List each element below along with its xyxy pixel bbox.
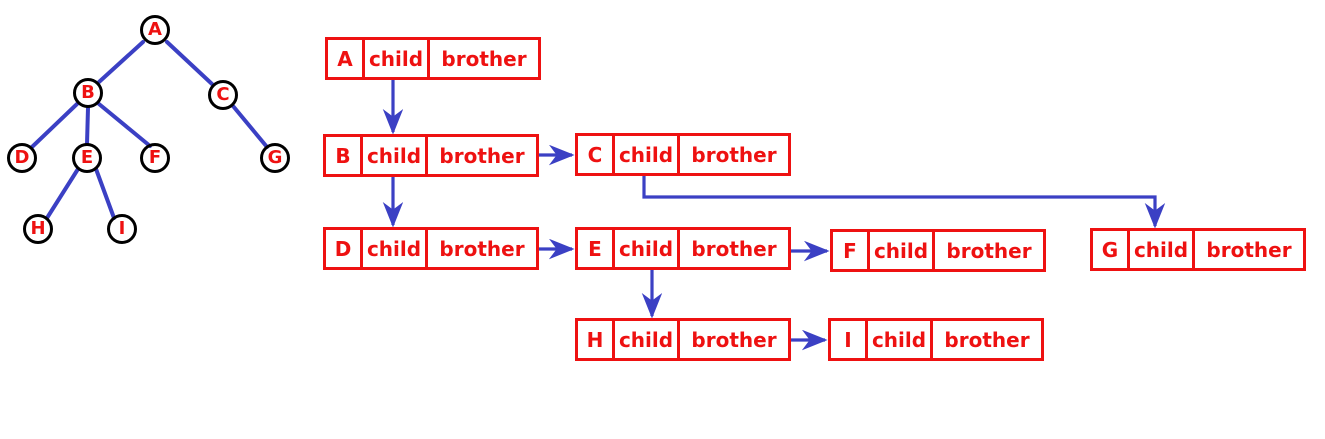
tree-node-c[interactable]: C: [208, 80, 238, 110]
tree-node-label: E: [80, 147, 94, 168]
tree-node-label: D: [14, 147, 30, 168]
list-node-brother-field[interactable]: brother: [691, 236, 777, 261]
tree-node-label: C: [216, 84, 230, 105]
tree-edge-e-h: [45, 167, 80, 220]
list-node-child-field[interactable]: child: [615, 321, 680, 358]
list-node-f[interactable]: F child brother: [830, 229, 1046, 272]
tree-node-h[interactable]: H: [23, 214, 53, 244]
list-node-brother-field[interactable]: brother: [439, 236, 525, 261]
list-node-i[interactable]: I child brother: [828, 318, 1044, 361]
pointer-c-child-to-g: [642, 174, 1166, 229]
list-node-key: A: [328, 40, 365, 77]
tree-node-b[interactable]: B: [73, 78, 103, 108]
list-node-child-field[interactable]: child: [365, 40, 430, 77]
list-node-h[interactable]: H child brother: [575, 318, 791, 361]
list-node-brother-field[interactable]: brother: [1206, 237, 1292, 262]
tree-node-d[interactable]: D: [7, 143, 37, 173]
list-node-key: B: [326, 137, 363, 174]
tree-node-f[interactable]: F: [140, 143, 170, 173]
list-node-child-field[interactable]: child: [870, 232, 935, 269]
list-node-key: F: [833, 232, 870, 269]
tree-node-label: H: [30, 218, 46, 239]
list-node-child-field[interactable]: child: [1130, 231, 1195, 268]
tree-edge-c-g: [231, 104, 269, 149]
list-node-c[interactable]: C child brother: [575, 133, 791, 176]
tree-node-e[interactable]: E: [72, 143, 102, 173]
list-node-key: D: [326, 230, 363, 267]
list-node-child-field[interactable]: child: [615, 136, 680, 173]
tree-edge-b-f: [97, 102, 152, 148]
tree-node-label: F: [148, 147, 162, 168]
list-node-child-field[interactable]: child: [615, 230, 680, 267]
list-node-brother-field[interactable]: brother: [439, 143, 525, 168]
tree-node-label: A: [148, 19, 162, 40]
list-node-child-field[interactable]: child: [363, 137, 428, 174]
list-node-a[interactable]: A child brother: [325, 37, 541, 80]
list-node-brother-field[interactable]: brother: [946, 238, 1032, 263]
tree-node-label: G: [267, 147, 283, 168]
tree-node-a[interactable]: A: [140, 15, 170, 45]
list-node-key: H: [578, 321, 615, 358]
list-node-b[interactable]: B child brother: [323, 134, 539, 177]
tree-edge-b-d: [30, 102, 79, 149]
list-node-child-field[interactable]: child: [363, 230, 428, 267]
list-node-brother-field[interactable]: brother: [944, 327, 1030, 352]
list-node-d[interactable]: D child brother: [323, 227, 539, 270]
list-node-e[interactable]: E child brother: [575, 227, 791, 270]
list-node-key: C: [578, 136, 615, 173]
tree-edge-b-e: [85, 106, 90, 146]
list-node-key: E: [578, 230, 615, 267]
list-node-brother-field[interactable]: brother: [441, 46, 527, 71]
tree-node-i[interactable]: I: [107, 214, 137, 244]
tree-node-g[interactable]: G: [260, 143, 290, 173]
tree-node-label: B: [81, 82, 95, 103]
list-node-key: I: [831, 321, 868, 358]
list-node-brother-field[interactable]: brother: [691, 142, 777, 167]
list-node-child-field[interactable]: child: [868, 321, 933, 358]
list-node-g[interactable]: G child brother: [1090, 228, 1306, 271]
tree-edge-a-c: [165, 40, 214, 86]
list-node-key: G: [1093, 231, 1130, 268]
tree-edge-a-b: [97, 40, 145, 84]
tree-node-label: I: [118, 218, 126, 239]
tree-edge-e-i: [94, 167, 116, 220]
list-node-brother-field[interactable]: brother: [691, 327, 777, 352]
